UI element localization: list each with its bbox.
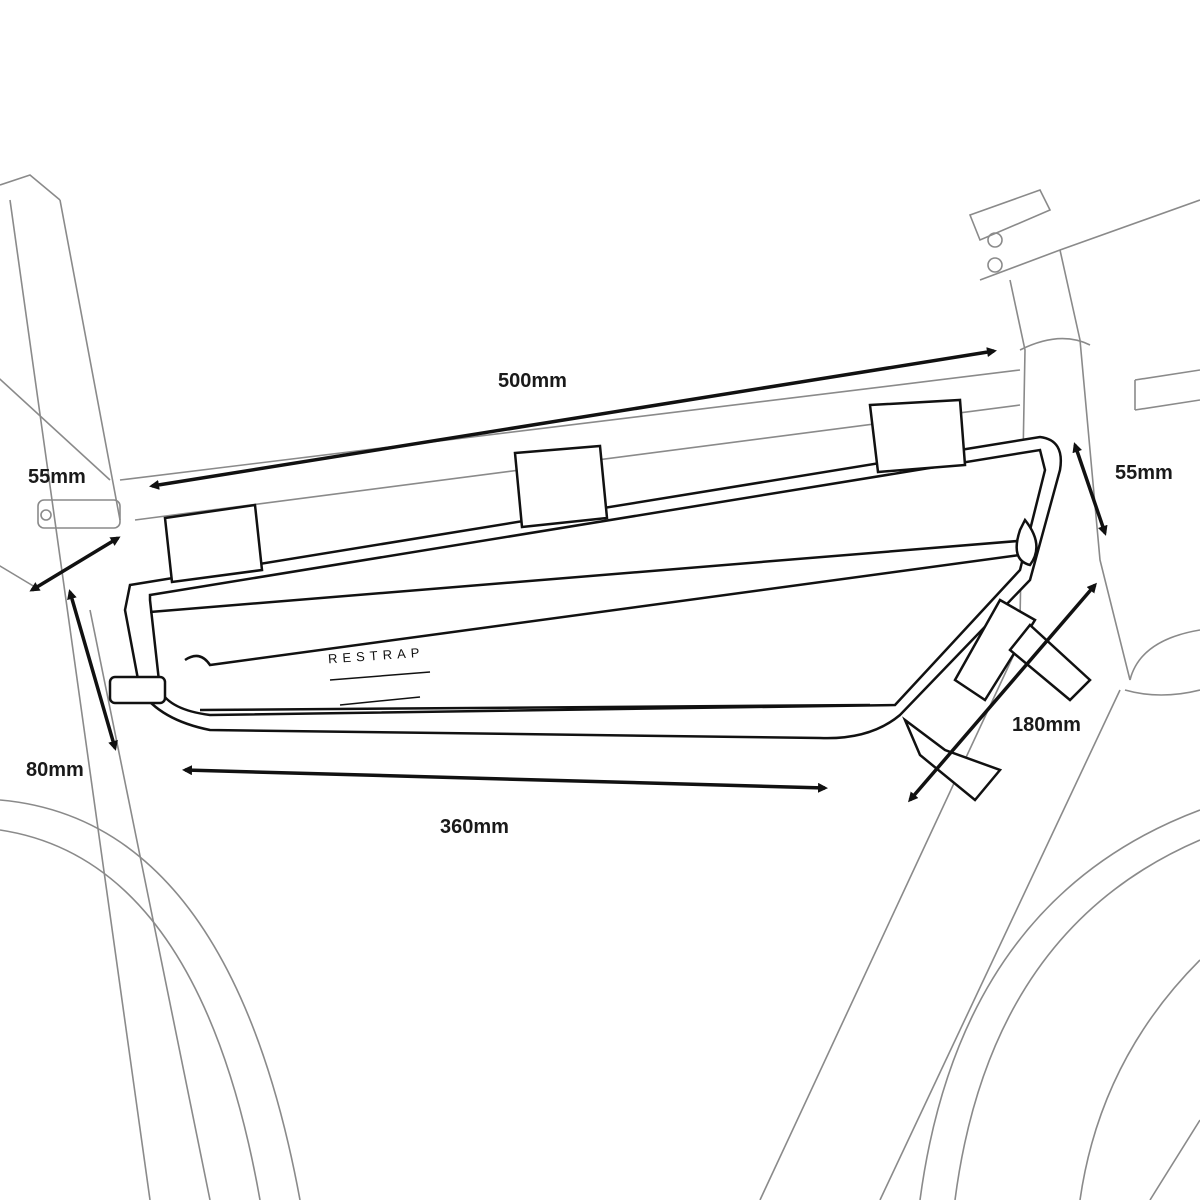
arrow-rear-top-height (1072, 442, 1108, 536)
frame-bag (108, 398, 1092, 802)
arrow-bottom-length (182, 765, 828, 793)
bike-frame (0, 174, 1200, 1200)
arrow-rear-height (67, 589, 118, 751)
label-bottom-length: 360mm (440, 816, 509, 838)
arrow-front-height (29, 536, 121, 592)
arrow-down-tube-length (908, 582, 1097, 803)
label-top-length: 500mm (498, 370, 567, 392)
label-down-tube-length: 180mm (1012, 714, 1081, 736)
dimension-arrows (29, 347, 1108, 803)
label-rear-height: 80mm (26, 759, 84, 781)
label-rear-top-height: 55mm (1115, 462, 1173, 484)
arrow-top-length (149, 347, 997, 490)
label-front-height: 55mm (28, 466, 86, 488)
